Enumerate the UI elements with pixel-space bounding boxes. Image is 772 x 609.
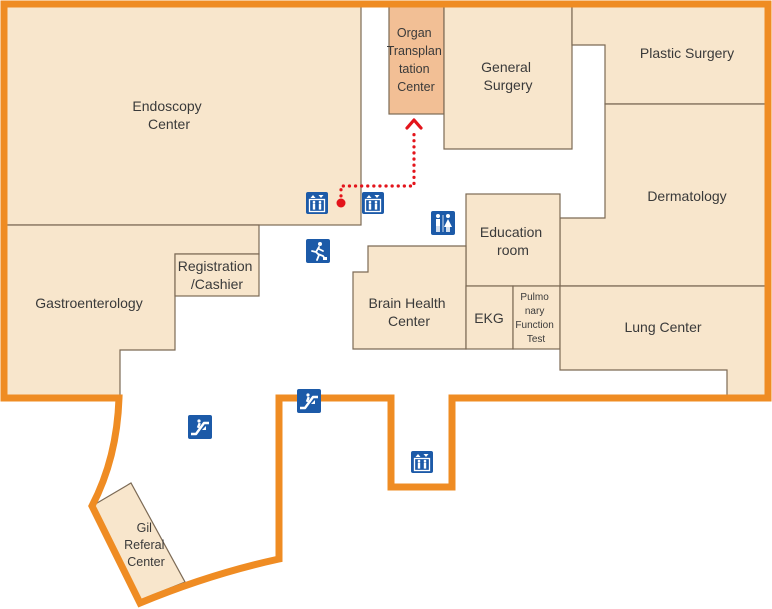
label-lung-center: Lung Center: [624, 319, 701, 335]
label-dermatology: Dermatology: [647, 188, 726, 204]
label-endoscopy: Endoscopy Center: [132, 98, 205, 132]
room-organ-transplantation-center[interactable]: [388, 3, 445, 115]
room-education[interactable]: [465, 193, 561, 287]
room-registration-cashier[interactable]: [174, 253, 260, 297]
label-pulmonary: Pulmo nary Function Test: [515, 292, 556, 345]
restroom-icon[interactable]: [431, 211, 455, 235]
label-ekg: EKG: [474, 310, 504, 326]
route-path: [339, 128, 416, 204]
elevator-icon[interactable]: [361, 191, 385, 215]
label-gil-referral: Gil Referal Center: [124, 521, 168, 569]
room-gastroenterology[interactable]: [3, 224, 260, 399]
label-general-surgery: General Surgery: [481, 59, 535, 93]
room-endoscopy-center[interactable]: [3, 3, 362, 226]
emergency-exit-icon[interactable]: [305, 238, 331, 264]
escalator-icon[interactable]: [186, 413, 214, 441]
elevator-icon[interactable]: [410, 450, 434, 474]
route-arrowhead: [405, 118, 423, 130]
label-organ-transplant: Organ Transplan tation Center: [387, 26, 446, 94]
label-registration: Registration /Cashier: [178, 258, 257, 292]
escalator-icon[interactable]: [295, 387, 323, 415]
label-education-room: Education room: [480, 224, 546, 258]
room-brain-health-center[interactable]: [352, 245, 467, 350]
room-ekg[interactable]: [465, 285, 514, 350]
current-location-marker: [336, 198, 346, 208]
room-lung-center[interactable]: [559, 285, 769, 399]
label-gastroenterology: Gastroenterology: [35, 295, 142, 311]
label-plastic-surgery: Plastic Surgery: [640, 45, 734, 61]
label-brain-health: Brain Health Center: [369, 295, 450, 329]
elevator-icon[interactable]: [305, 191, 329, 215]
